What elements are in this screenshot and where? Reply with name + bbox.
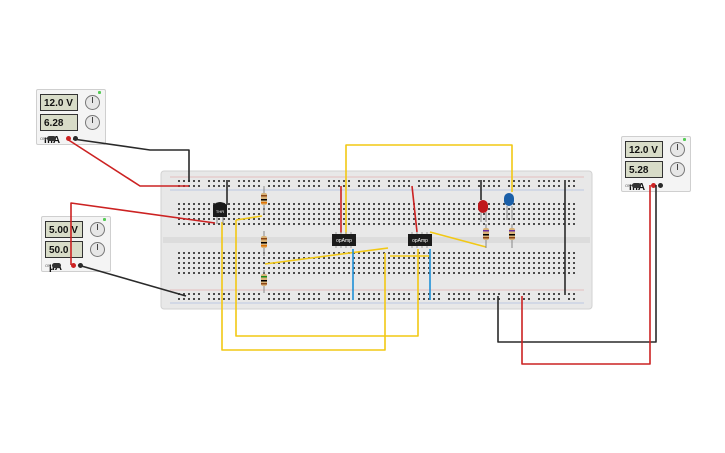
wire-yellow[interactable]: [345, 144, 513, 236]
indicator-led-icon: [98, 91, 101, 94]
wire-yellow[interactable]: [235, 215, 263, 221]
power-supply-3[interactable]: 12.0 V 5.28 mA ON: [621, 136, 691, 193]
breadboard-holes: [170, 176, 584, 304]
opamp-chip-1[interactable]: opAmp: [332, 232, 356, 248]
wire-yellow[interactable]: [221, 222, 386, 351]
resistor[interactable]: [261, 231, 267, 256]
resistor[interactable]: [483, 224, 489, 248]
current-knob[interactable]: [670, 162, 685, 177]
indicator-led-icon: [103, 218, 106, 221]
wire-yellow[interactable]: [264, 247, 389, 265]
voltage-display: 12.0 V: [625, 141, 663, 158]
negative-terminal[interactable]: [73, 136, 78, 141]
power-toggle[interactable]: [52, 263, 61, 268]
negative-terminal[interactable]: [658, 183, 663, 188]
current-knob[interactable]: [85, 115, 100, 130]
thermistor[interactable]: THR: [213, 202, 227, 224]
thermistor-label: THR: [216, 209, 224, 214]
wires: [66, 138, 657, 365]
positive-terminal[interactable]: [71, 263, 76, 268]
voltage-display: 5.00 V: [45, 221, 83, 238]
wire-black[interactable]: [77, 264, 187, 297]
wire-red[interactable]: [411, 185, 418, 233]
voltage-knob[interactable]: [85, 95, 100, 110]
positive-terminal[interactable]: [651, 183, 656, 188]
current-knob[interactable]: [90, 242, 105, 257]
led-blue[interactable]: [504, 193, 514, 220]
voltage-knob[interactable]: [90, 222, 105, 237]
power-supply-2[interactable]: 5.00 V 50.0 µA ON: [41, 216, 111, 273]
opamp-label: opAmp: [336, 238, 352, 244]
wire-red[interactable]: [521, 185, 651, 365]
positive-terminal[interactable]: [66, 136, 71, 141]
voltage-display: 12.0 V: [40, 94, 78, 111]
led-red[interactable]: [478, 200, 488, 222]
voltage-knob[interactable]: [670, 142, 685, 157]
resistor[interactable]: [261, 270, 267, 293]
resistor[interactable]: [261, 186, 267, 214]
power-label: ON: [40, 136, 46, 141]
wire-black[interactable]: [497, 185, 657, 343]
power-label: ON: [625, 183, 631, 188]
power-supply-1[interactable]: 12.0 V 6.28 mA ON: [36, 89, 106, 146]
opamp-label: opAmp: [412, 238, 428, 244]
power-toggle[interactable]: [47, 136, 56, 141]
wire-red[interactable]: [70, 202, 216, 265]
indicator-led-icon: [683, 138, 686, 141]
wire-yellow[interactable]: [429, 231, 487, 248]
wire-black[interactable]: [72, 138, 190, 182]
wire-red[interactable]: [66, 138, 189, 187]
power-label: ON: [45, 263, 51, 268]
center-channel: [163, 237, 590, 243]
wire-yellow[interactable]: [235, 220, 419, 337]
opamp-chip-2[interactable]: opAmp: [408, 232, 432, 248]
power-toggle[interactable]: [632, 183, 641, 188]
resistor[interactable]: [509, 224, 515, 248]
